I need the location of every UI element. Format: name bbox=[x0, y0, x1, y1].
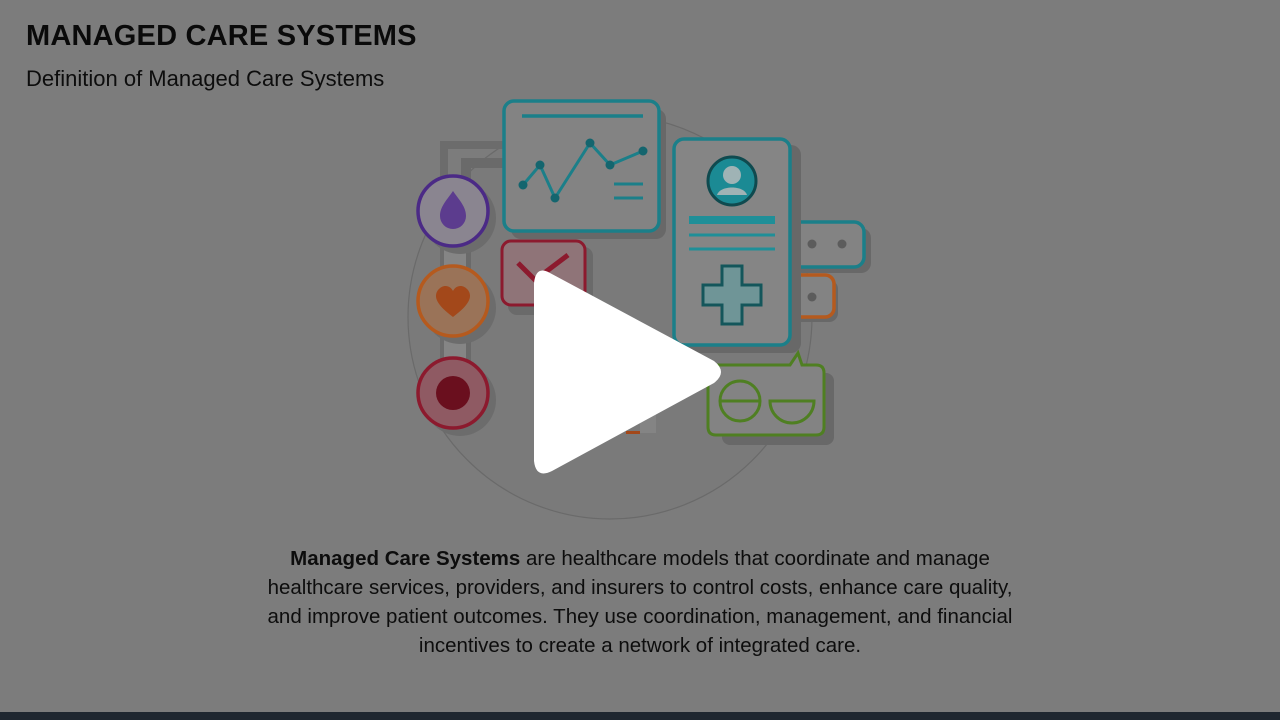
orange-dash bbox=[626, 431, 640, 434]
play-button[interactable] bbox=[528, 265, 728, 480]
blood-drop-icon bbox=[416, 174, 496, 254]
chart-monitor-icon bbox=[502, 99, 666, 239]
page-subtitle: Definition of Managed Care Systems bbox=[26, 66, 385, 91]
play-icon bbox=[534, 270, 721, 474]
medical-cross-icon bbox=[701, 264, 763, 326]
blood-cell-icon bbox=[416, 356, 496, 436]
bottom-bar bbox=[0, 712, 1280, 720]
heart-icon bbox=[416, 264, 496, 344]
managed-care-illustration bbox=[400, 95, 880, 525]
definition-paragraph: Managed Care Systems are healthcare mode… bbox=[250, 544, 1030, 660]
connector-tab-icon bbox=[782, 220, 871, 322]
pills-chat-bubble-icon bbox=[706, 349, 834, 445]
definition-body: are healthcare models that coordinate an… bbox=[267, 547, 1013, 657]
definition-term: Managed Care Systems bbox=[290, 547, 521, 570]
page-title: MANAGED CARE SYSTEMS bbox=[26, 20, 417, 52]
